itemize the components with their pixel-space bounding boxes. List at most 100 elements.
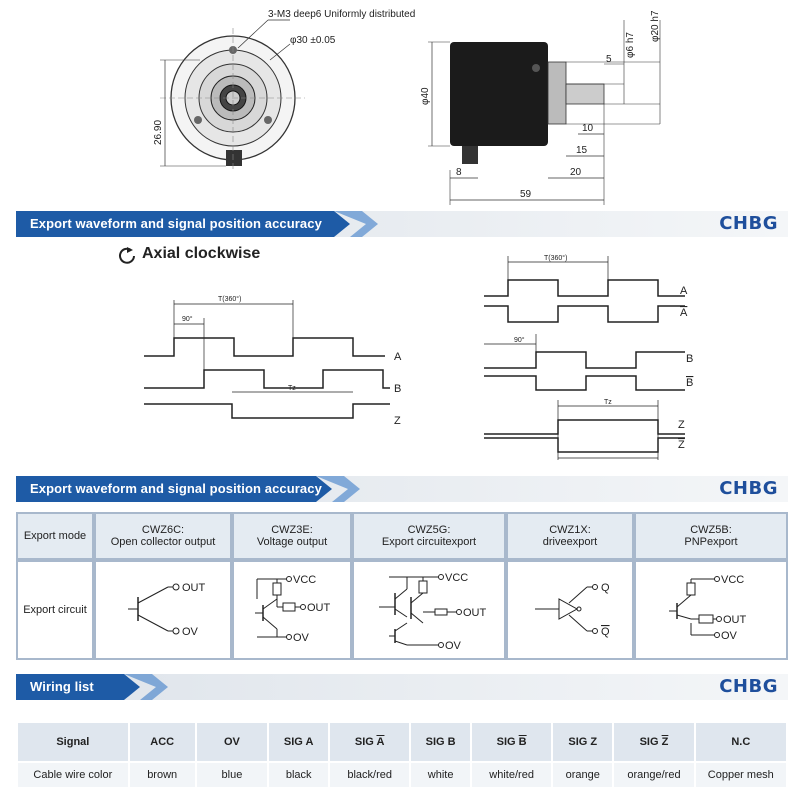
right-label-bbar: B	[686, 377, 693, 389]
signal-cell: SIG B	[472, 723, 552, 761]
signal-name: SIG	[639, 736, 662, 748]
out-label: OUT	[723, 614, 747, 626]
mounting-note: 3-M3 deep6 Uniformly distributed	[268, 9, 415, 20]
cable-color-row: Cable wire color brown blue black black/…	[18, 763, 786, 787]
q-label: Q	[601, 582, 610, 594]
cable-color-cell: orange	[553, 763, 613, 787]
right-label-zbar: Z	[678, 439, 685, 451]
signal-bar: B	[518, 736, 527, 748]
npn-transistor-icon: OUT OV	[128, 582, 206, 638]
right-period-label: T(360°)	[544, 254, 567, 262]
cable-color-cell: black	[269, 763, 329, 787]
signal-name: ACC	[150, 736, 175, 748]
left-label-a: A	[394, 351, 402, 363]
section-banner-waveform: Export waveform and signal position accu…	[16, 211, 788, 237]
ov-label: OV	[721, 630, 738, 642]
body-diameter-dim: φ40	[420, 87, 431, 105]
dim-20: 20	[570, 167, 582, 178]
mode-desc: driveexport	[542, 536, 598, 548]
cable-color-cell: white/red	[472, 763, 552, 787]
dim-10: 10	[582, 123, 594, 134]
front-height-dim: 26.90	[153, 120, 164, 145]
voltage-circuit-icon: VCC OUT OV	[255, 574, 331, 644]
vcc-label: VCC	[293, 574, 316, 586]
signal-header: Signal	[18, 723, 128, 761]
left-period-label: T(360°)	[218, 295, 241, 303]
dim-15: 15	[576, 145, 588, 156]
cable-color-cell: blue	[196, 763, 268, 787]
signal-bar: Z	[661, 736, 669, 748]
banner-title: Export waveform and signal position accu…	[30, 481, 322, 496]
export-mode-row: Export mode CWZ6C:Open collector output …	[16, 512, 788, 560]
side-view	[428, 20, 661, 205]
brand-logo: CHBG	[719, 213, 778, 234]
ov-label: OV	[182, 626, 199, 638]
export-circuit-row: Export circuit OUT OV	[16, 560, 788, 660]
signal-name: SIG	[354, 736, 377, 748]
banner-title: Wiring list	[30, 679, 94, 694]
cable-color-cell: brown	[129, 763, 195, 787]
right-phase-label: 90°	[514, 336, 525, 344]
cable-color-cell: orange/red	[614, 763, 694, 787]
line-driver-icon: Q Q	[535, 582, 610, 638]
wiring-table: Signal ACC OV SIG A SIG A SIG B SIG B SI…	[16, 721, 788, 789]
out-label: OUT	[182, 582, 206, 594]
mode-code: CWZ5B:	[690, 524, 732, 536]
cable-color-cell: black/red	[330, 763, 410, 787]
signal-cell: SIG Z	[614, 723, 694, 761]
dim-59: 59	[520, 189, 532, 200]
right-label-z: Z	[678, 419, 685, 431]
mode-cell: CWZ6C:Open collector output	[94, 512, 232, 560]
output-circuit-table: Export mode CWZ6C:Open collector output …	[16, 512, 788, 660]
section-banner-output: Export waveform and signal position accu…	[16, 476, 788, 502]
mode-desc: Open collector output	[110, 536, 216, 548]
waveform-left: T(360°) 90° A B Tz Z	[144, 295, 402, 427]
ov-label: OV	[445, 640, 462, 649]
vcc-label: VCC	[721, 574, 744, 586]
signal-name: SIG B	[425, 736, 456, 748]
signal-name: SIG	[496, 736, 519, 748]
signal-cell: SIG B	[411, 723, 471, 761]
qbar-label: Q	[601, 626, 610, 638]
circuit-open-collector: OUT OV	[94, 560, 232, 660]
technical-drawing: 3-M3 deep6 Uniformly distributed φ30 ±0.…	[153, 9, 661, 205]
circuit-push-pull: VCC OUT OV	[352, 560, 506, 660]
cable-color-cell: Copper mesh	[695, 763, 786, 787]
pnp-circuit-icon: VCC OUT OV	[669, 574, 747, 642]
left-phase-label: 90°	[182, 315, 193, 323]
waveform-heading: Axial clockwise	[142, 245, 261, 262]
section-banner-wiring: Wiring list CHBG	[16, 674, 788, 700]
right-label-abar: A	[680, 307, 688, 319]
signal-cell: N.C	[695, 723, 786, 761]
mode-cell: CWZ1X:driveexport	[506, 512, 634, 560]
push-pull-circuit-icon: VCC OUT OV	[379, 572, 487, 652]
export-mode-label: Export mode	[16, 512, 94, 560]
dim-5: 5	[606, 54, 612, 65]
signal-cell: ACC	[129, 723, 195, 761]
circuit-line-driver: Q Q	[506, 560, 634, 660]
shaft-diameter-20-dim: φ20 h7	[650, 10, 661, 42]
circuit-pnp: VCC OUT OV	[634, 560, 788, 660]
mode-desc: Export circuitexport	[381, 536, 477, 548]
front-view	[160, 19, 305, 170]
banner-background	[16, 674, 788, 700]
signal-name: SIG A	[283, 736, 314, 748]
brand-logo: CHBG	[719, 676, 778, 697]
circuit-voltage: VCC OUT OV	[232, 560, 352, 660]
right-label-a: A	[680, 285, 688, 297]
cable-color-cell: white	[411, 763, 471, 787]
front-diameter-dim: φ30 ±0.05	[290, 35, 336, 46]
signal-cell: SIG A	[330, 723, 410, 761]
right-label-b: B	[686, 353, 693, 365]
right-tz-label: Tz	[604, 399, 612, 406]
rotate-clockwise-icon	[119, 247, 135, 264]
mode-desc: Voltage output	[256, 536, 328, 548]
signal-cell: SIG A	[269, 723, 329, 761]
export-circuit-label: Export circuit	[16, 560, 94, 660]
mode-code: CWZ6C:	[141, 524, 185, 536]
left-tz-label: Tz	[288, 385, 296, 392]
signal-name: OV	[223, 736, 240, 748]
cable-color-header: Cable wire color	[18, 763, 128, 787]
banner-title: Export waveform and signal position accu…	[30, 216, 322, 231]
left-label-z: Z	[394, 415, 401, 427]
